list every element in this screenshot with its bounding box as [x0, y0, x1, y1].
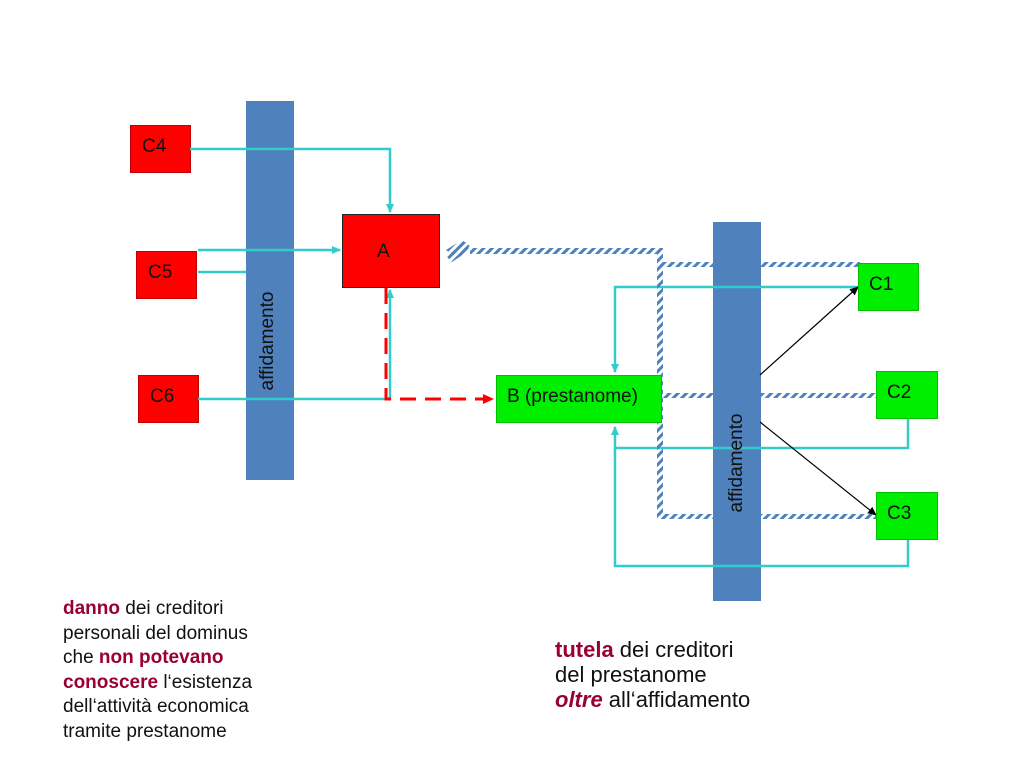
affidamento-bar-right [713, 222, 761, 601]
node-c6-label: C6 [150, 386, 175, 407]
right-caption: tutela dei creditori del prestanome oltr… [555, 637, 855, 712]
node-c4-label: C4 [142, 136, 167, 157]
left-caption-line-4: conoscere l‘esistenza [63, 671, 253, 693]
node-c4: C4 [130, 125, 191, 173]
node-c3: C3 [876, 492, 938, 540]
right-caption-line-3: oltre all‘affidamento [555, 687, 751, 712]
left-caption-line-5: dell‘attività economica [63, 696, 249, 717]
right-caption-line-2: del prestanome [555, 662, 707, 687]
right-caption-line-1: tutela dei creditori [555, 637, 734, 662]
left-caption-line-1: danno dei creditori [63, 598, 224, 619]
node-b: B (prestanome) [496, 375, 662, 423]
right-cyan-connectors [611, 285, 910, 568]
node-a-label: A [377, 241, 390, 262]
node-c1: C1 [858, 263, 919, 311]
node-c6: C6 [138, 375, 199, 423]
affidamento-label-right: affidamento [726, 413, 747, 513]
b-to-c-arrows [759, 286, 877, 516]
left-caption-line-3: che non potevano [63, 647, 224, 668]
node-c2-label: C2 [887, 382, 912, 403]
node-c2: C2 [876, 371, 938, 419]
node-c1-label: C1 [869, 274, 894, 295]
node-c5: C5 [136, 251, 197, 299]
node-b-label: B (prestanome) [507, 386, 638, 407]
a-to-b-dashed-arrow [384, 288, 494, 404]
left-caption-line-6: tramite prestanome [63, 720, 227, 742]
node-a: A [342, 214, 440, 288]
node-c3-label: C3 [887, 503, 912, 524]
affidamento-bar-left [246, 101, 294, 480]
left-caption: danno dei creditori personali del dominu… [63, 597, 363, 744]
node-c5-label: C5 [148, 262, 173, 283]
left-caption-line-2: personali del dominus [63, 622, 248, 644]
